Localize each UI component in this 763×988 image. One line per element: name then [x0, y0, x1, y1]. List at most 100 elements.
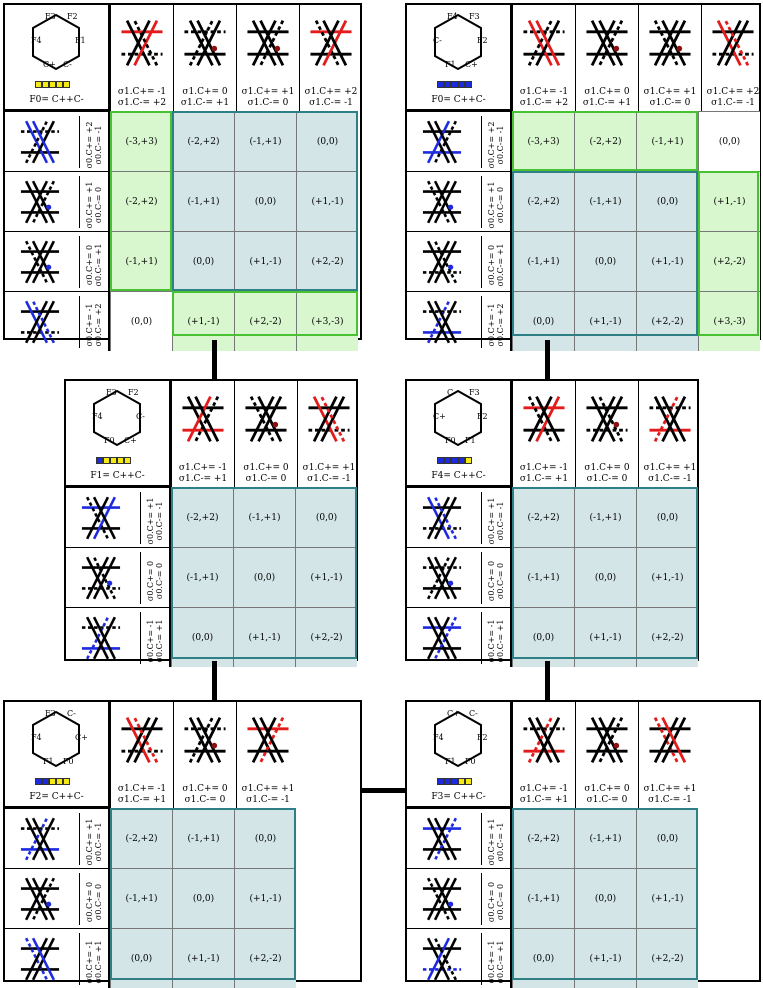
bar-square-blue [35, 778, 42, 785]
face-label: F3 [469, 388, 480, 397]
column-label-line: σ1.C+= 0 [584, 784, 630, 794]
hexagram-edge [194, 395, 220, 443]
column-label-line: σ1.C+= 0 [182, 87, 228, 97]
grid-cell: (-1,+1) [171, 547, 233, 607]
hexagram-diagram-icon [523, 716, 565, 764]
row-label-line: σ0.C-= 0 [496, 562, 505, 600]
grid-cell: (-2,+2) [512, 487, 574, 547]
hexagram-edge [251, 19, 277, 67]
column-label-line: σ1.C+= +2 [706, 87, 760, 97]
face-label: C+ [75, 733, 88, 742]
hexagon-outline [434, 13, 482, 71]
face-label: C- [136, 412, 145, 421]
hexagram-diagram-icon [649, 19, 691, 67]
hexagram-edge [661, 395, 687, 443]
hexagram-edge [249, 395, 275, 443]
grid-cell: (-1,+1) [636, 111, 698, 171]
panel-formula: F0= C++C- [29, 95, 84, 105]
grid-cell: (-1,+1) [172, 808, 234, 868]
value-grid: (-2,+2)(-1,+1)(0,0)(-1,+1)(0,0)(+1,-1)(0… [512, 487, 698, 667]
hexagram-edge [133, 716, 159, 764]
hexagram-diagram-icon [422, 937, 462, 981]
hexagram-edge [194, 395, 220, 443]
bar-square-blue [444, 778, 451, 785]
hexagram-diagram-icon [308, 395, 350, 443]
marker-dot [272, 421, 279, 428]
hexagram-edge [426, 240, 451, 284]
grid-cell: (-3,+3) [512, 111, 574, 171]
hexagram-edge [426, 817, 451, 861]
grid-cell: (0,0) [698, 111, 760, 171]
hexagram-edge [314, 19, 340, 67]
face-label: F2 [477, 733, 488, 742]
hexagram-edge [257, 395, 283, 443]
hexagram-edge [259, 19, 285, 67]
row-label-line: σ0.C-= 0 [94, 186, 103, 224]
face-label: F4 [31, 36, 42, 45]
row-label-line: σ0.C-= +1 [94, 940, 103, 984]
face-label: C+ [433, 412, 446, 421]
hexagram-edge [31, 120, 56, 164]
hexagram-diagram-icon [121, 716, 163, 764]
row-label-line: σ0.C-= +2 [496, 303, 505, 347]
hexagram-edge [24, 180, 49, 224]
hexagram-edge [433, 120, 458, 164]
hexagram-edge [527, 395, 553, 443]
hexagram-edge [598, 19, 624, 67]
color-bar [437, 778, 472, 785]
marker-dot [448, 901, 454, 907]
hexagram-diagram-icon [20, 180, 60, 224]
connector-line [212, 340, 217, 380]
column-label-line: σ1.C-= +1 [178, 474, 228, 484]
hexagram-edge [85, 616, 110, 660]
hexagram-edge [24, 937, 49, 981]
hexagram-edge [527, 716, 553, 764]
hexagram-edge [259, 19, 285, 67]
column-label-line: σ1.C-= +1 [519, 474, 569, 484]
hexagram-edge [433, 937, 458, 981]
marker-dot [448, 580, 454, 586]
grid-cell: (+2,-2) [234, 928, 296, 988]
face-label: C- [63, 60, 72, 69]
row-label-line: σ0.C-= +1 [496, 940, 505, 984]
grid-cell: (+1,-1) [234, 231, 296, 291]
column-label-line: σ1.C-= +2 [117, 98, 167, 108]
column-label-line: σ1.C-= -1 [307, 474, 351, 484]
hexagram-edge [598, 19, 624, 67]
column-label-line: σ1.C-= +2 [519, 98, 569, 108]
hexagram-edge [92, 496, 117, 540]
hexagram-diagram-icon [422, 300, 462, 344]
hexagram-edge [433, 496, 458, 540]
hexagram-diagram-icon [20, 240, 60, 284]
face-label: C- [447, 388, 456, 397]
hexagram-diagram-icon [422, 496, 462, 540]
grid-cell: (+1,-1) [295, 547, 357, 607]
column-label-line: σ1.C+= 0 [243, 463, 289, 473]
marker-dot [613, 742, 620, 749]
face-label: C+ [447, 709, 460, 718]
connector-line [545, 661, 550, 701]
